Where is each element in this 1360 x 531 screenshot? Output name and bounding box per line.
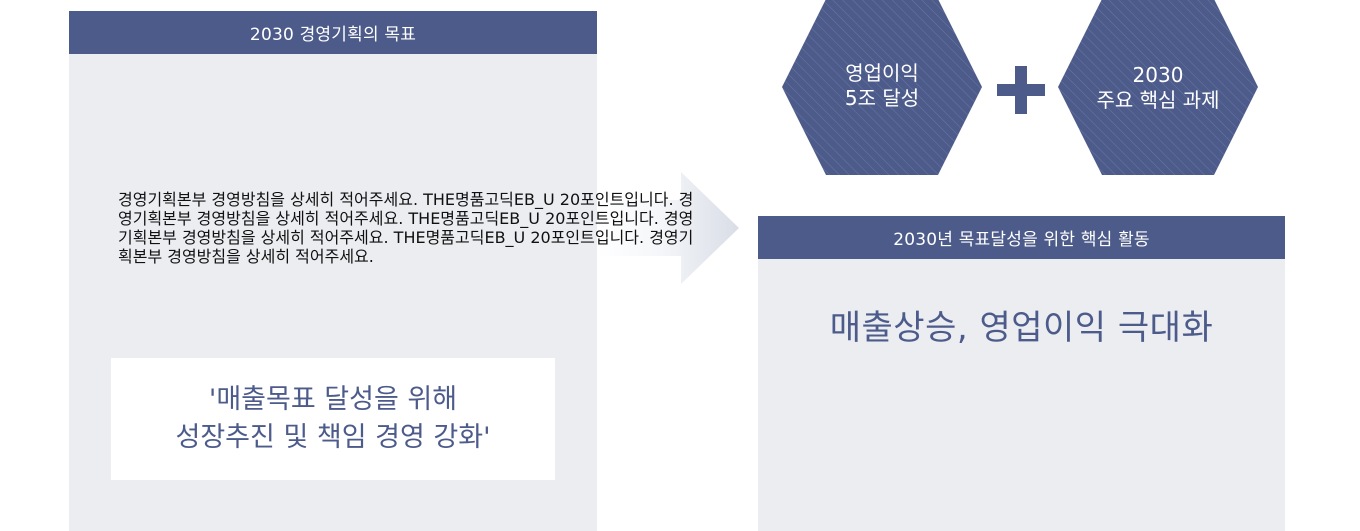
core-tasks-hexagon: 2030 주요 핵심 과제 — [1058, 0, 1258, 175]
right-arrow-icon — [598, 172, 739, 284]
activities-panel: 2030년 목표달성을 위한 핵심 활동 매출상승, 영업이익 극대화 — [758, 216, 1285, 531]
activities-panel-header: 2030년 목표달성을 위한 핵심 활동 — [758, 216, 1285, 259]
quote-line-2: 성장추진 및 책임 경영 강화' — [175, 422, 491, 453]
policy-line-2: 영기획본부 경영방침을 상세히 적어주세요. THE명품고딕EB_U 20포인트… — [118, 209, 694, 228]
quote-box: '매출목표 달성을 위해 성장추진 및 책임 경영 강화' — [111, 358, 555, 480]
goals-panel: 2030 경영기획의 목표 '매출목표 달성을 위해 성장추진 및 책임 경영 … — [69, 11, 597, 531]
hex2-line-1: 2030 — [1132, 63, 1184, 87]
quote-line-1: '매출목표 달성을 위해 — [208, 384, 458, 415]
policy-line-3: 기획본부 경영방침을 상세히 적어주세요. THE명품고딕EB_U 20포인트입… — [118, 228, 694, 247]
activities-headline: 매출상승, 영업이익 극대화 — [829, 308, 1214, 348]
policy-line-4: 획본부 경영방침을 상세히 적어주세요. — [118, 247, 374, 266]
operating-profit-hexagon: 영업이익 5조 달성 — [782, 0, 982, 175]
plus-icon — [997, 66, 1045, 114]
hex2-line-2: 주요 핵심 과제 — [1096, 88, 1220, 112]
hex1-line-2: 5조 달성 — [844, 86, 920, 110]
hex1-line-1: 영업이익 — [845, 61, 919, 85]
goals-panel-header: 2030 경영기획의 목표 — [69, 11, 597, 54]
policy-line-1: 경영기획본부 경영방침을 상세히 적어주세요. THE명품고딕EB_U 20포인… — [118, 190, 694, 209]
policy-description: 경영기획본부 경영방침을 상세히 적어주세요. THE명품고딕EB_U 20포인… — [118, 190, 778, 266]
